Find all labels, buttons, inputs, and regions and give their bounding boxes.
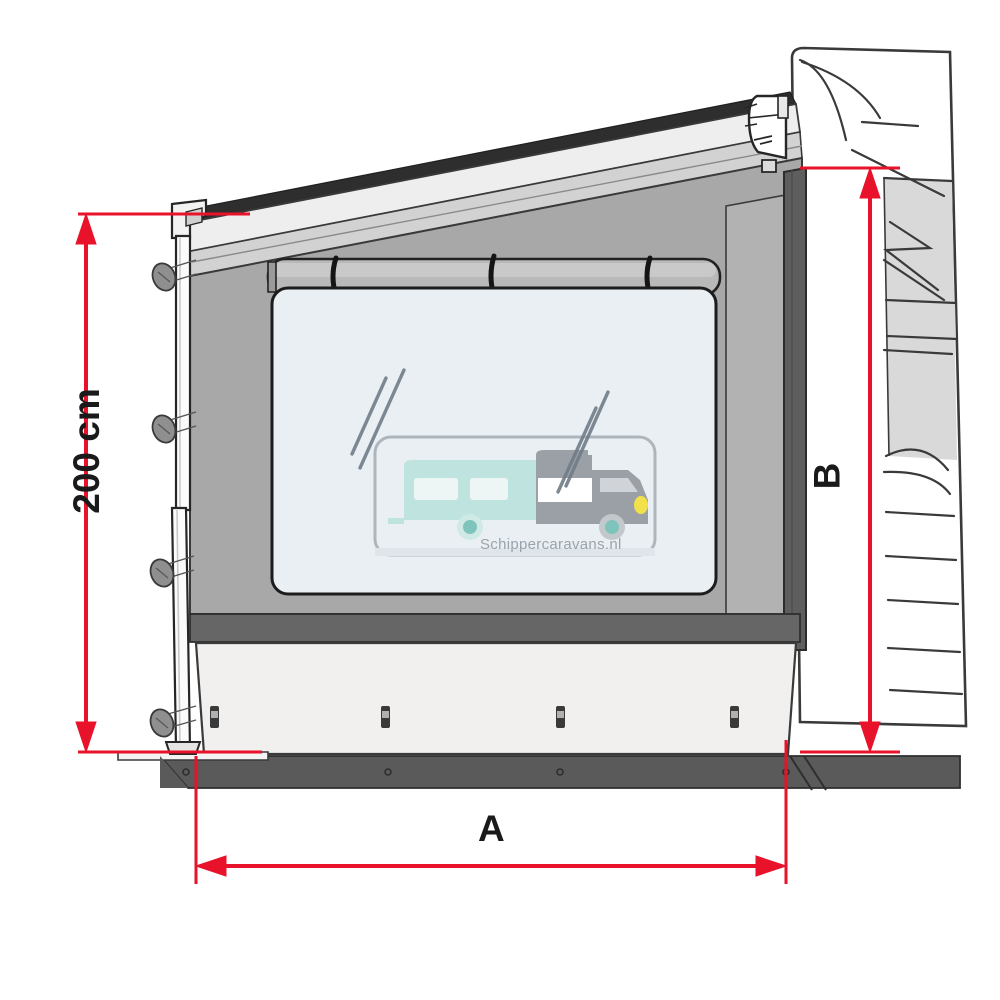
skirt-fastener: [210, 706, 739, 728]
dimension-label-height: 200 cm: [65, 388, 107, 514]
watermark-text: Schippercaravans.nl: [480, 536, 622, 553]
ground-rivet: [182, 768, 790, 776]
dimension-lines: [75, 166, 900, 884]
panel-bottom-band: [189, 613, 801, 643]
awning-roller-housing: [744, 94, 789, 173]
dimension-A: [194, 740, 788, 884]
dimension-label-b: B: [806, 462, 848, 490]
watermark-logo: [373, 435, 657, 557]
lower-skirt-panel: [194, 641, 798, 756]
pole-clamp-knob: [149, 259, 197, 738]
dimension-200cm: [75, 212, 262, 754]
panel-dark-edge: [783, 166, 807, 651]
dimension-B: [800, 166, 900, 754]
vehicle-side-wall: [790, 46, 968, 728]
front-vertical-pole: [149, 198, 208, 755]
clear-window-panel: [270, 286, 718, 596]
dimension-label-a: A: [478, 808, 505, 849]
ground-strip: [117, 751, 961, 791]
glass-reflection: [350, 368, 610, 494]
